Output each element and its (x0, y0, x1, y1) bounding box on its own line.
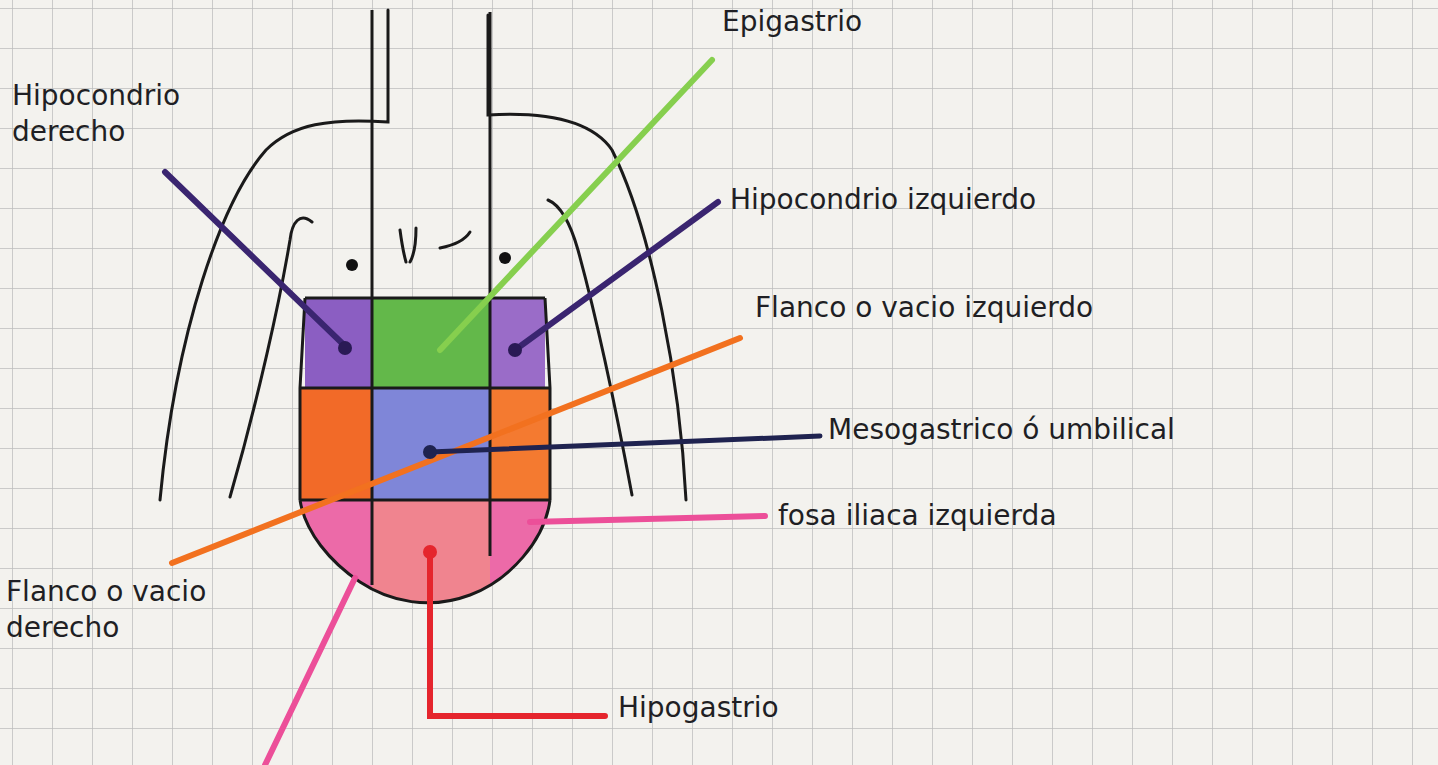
lower-regions (295, 500, 555, 610)
region-dot (423, 545, 437, 559)
region-dot (423, 445, 437, 459)
region-label: Mesogastrico ó umbilical (828, 412, 1175, 448)
label-holder: Hipogastrio (618, 690, 779, 726)
abdominal-regions (295, 10, 555, 610)
label-holder: Flanco o vacio derecho (6, 574, 246, 647)
label-holder: Flanco o vacio izquierdo (755, 290, 1093, 326)
label-holder: Hipocondrio izquierdo (730, 182, 1036, 218)
region-dot (338, 341, 352, 355)
border-line (305, 297, 545, 300)
region-right-iliac (295, 500, 372, 610)
chest-line (400, 230, 406, 262)
right-arm (548, 200, 632, 495)
region-label: fosa iliaca izquierda (778, 498, 1057, 534)
region-label: Flanco o vacio izquierdo (755, 290, 1093, 326)
leader-line (265, 578, 355, 765)
nipple-dot (346, 259, 358, 271)
nipple-dot (499, 252, 511, 264)
vertical-line (371, 10, 374, 585)
chest-line (440, 232, 470, 248)
chest-line (410, 228, 416, 262)
region-borders (300, 10, 550, 603)
region-label: Hipocondrio derecho (12, 78, 227, 151)
region-left-flank (490, 388, 550, 500)
torso-outline (160, 10, 686, 500)
label-holder: Mesogastrico ó umbilical (828, 412, 1175, 448)
label-holder: Hipocondrio derecho (12, 78, 227, 151)
leader-line (530, 516, 765, 522)
region-dot (508, 343, 522, 357)
lower-outline (300, 500, 550, 603)
region-label: Epigastrio (722, 4, 862, 40)
region-label: Hipocondrio izquierdo (730, 182, 1036, 218)
leader-line (165, 172, 345, 346)
leader-line (430, 436, 820, 452)
region-right-flank (300, 388, 372, 500)
left-shoulder (160, 10, 388, 500)
leader-line (430, 552, 605, 716)
label-holder: Epigastrio (722, 4, 862, 40)
vertical-line (489, 12, 492, 556)
leader-lines (165, 60, 820, 765)
leader-line (515, 202, 718, 350)
region-label: Flanco o vacio derecho (6, 574, 246, 647)
border-line (300, 387, 550, 390)
border-line (300, 298, 305, 500)
region-left-hypochondrium (490, 298, 545, 388)
label-holder: fosa iliaca izquierda (778, 498, 1057, 534)
region-label: Hipogastrio (618, 690, 779, 726)
